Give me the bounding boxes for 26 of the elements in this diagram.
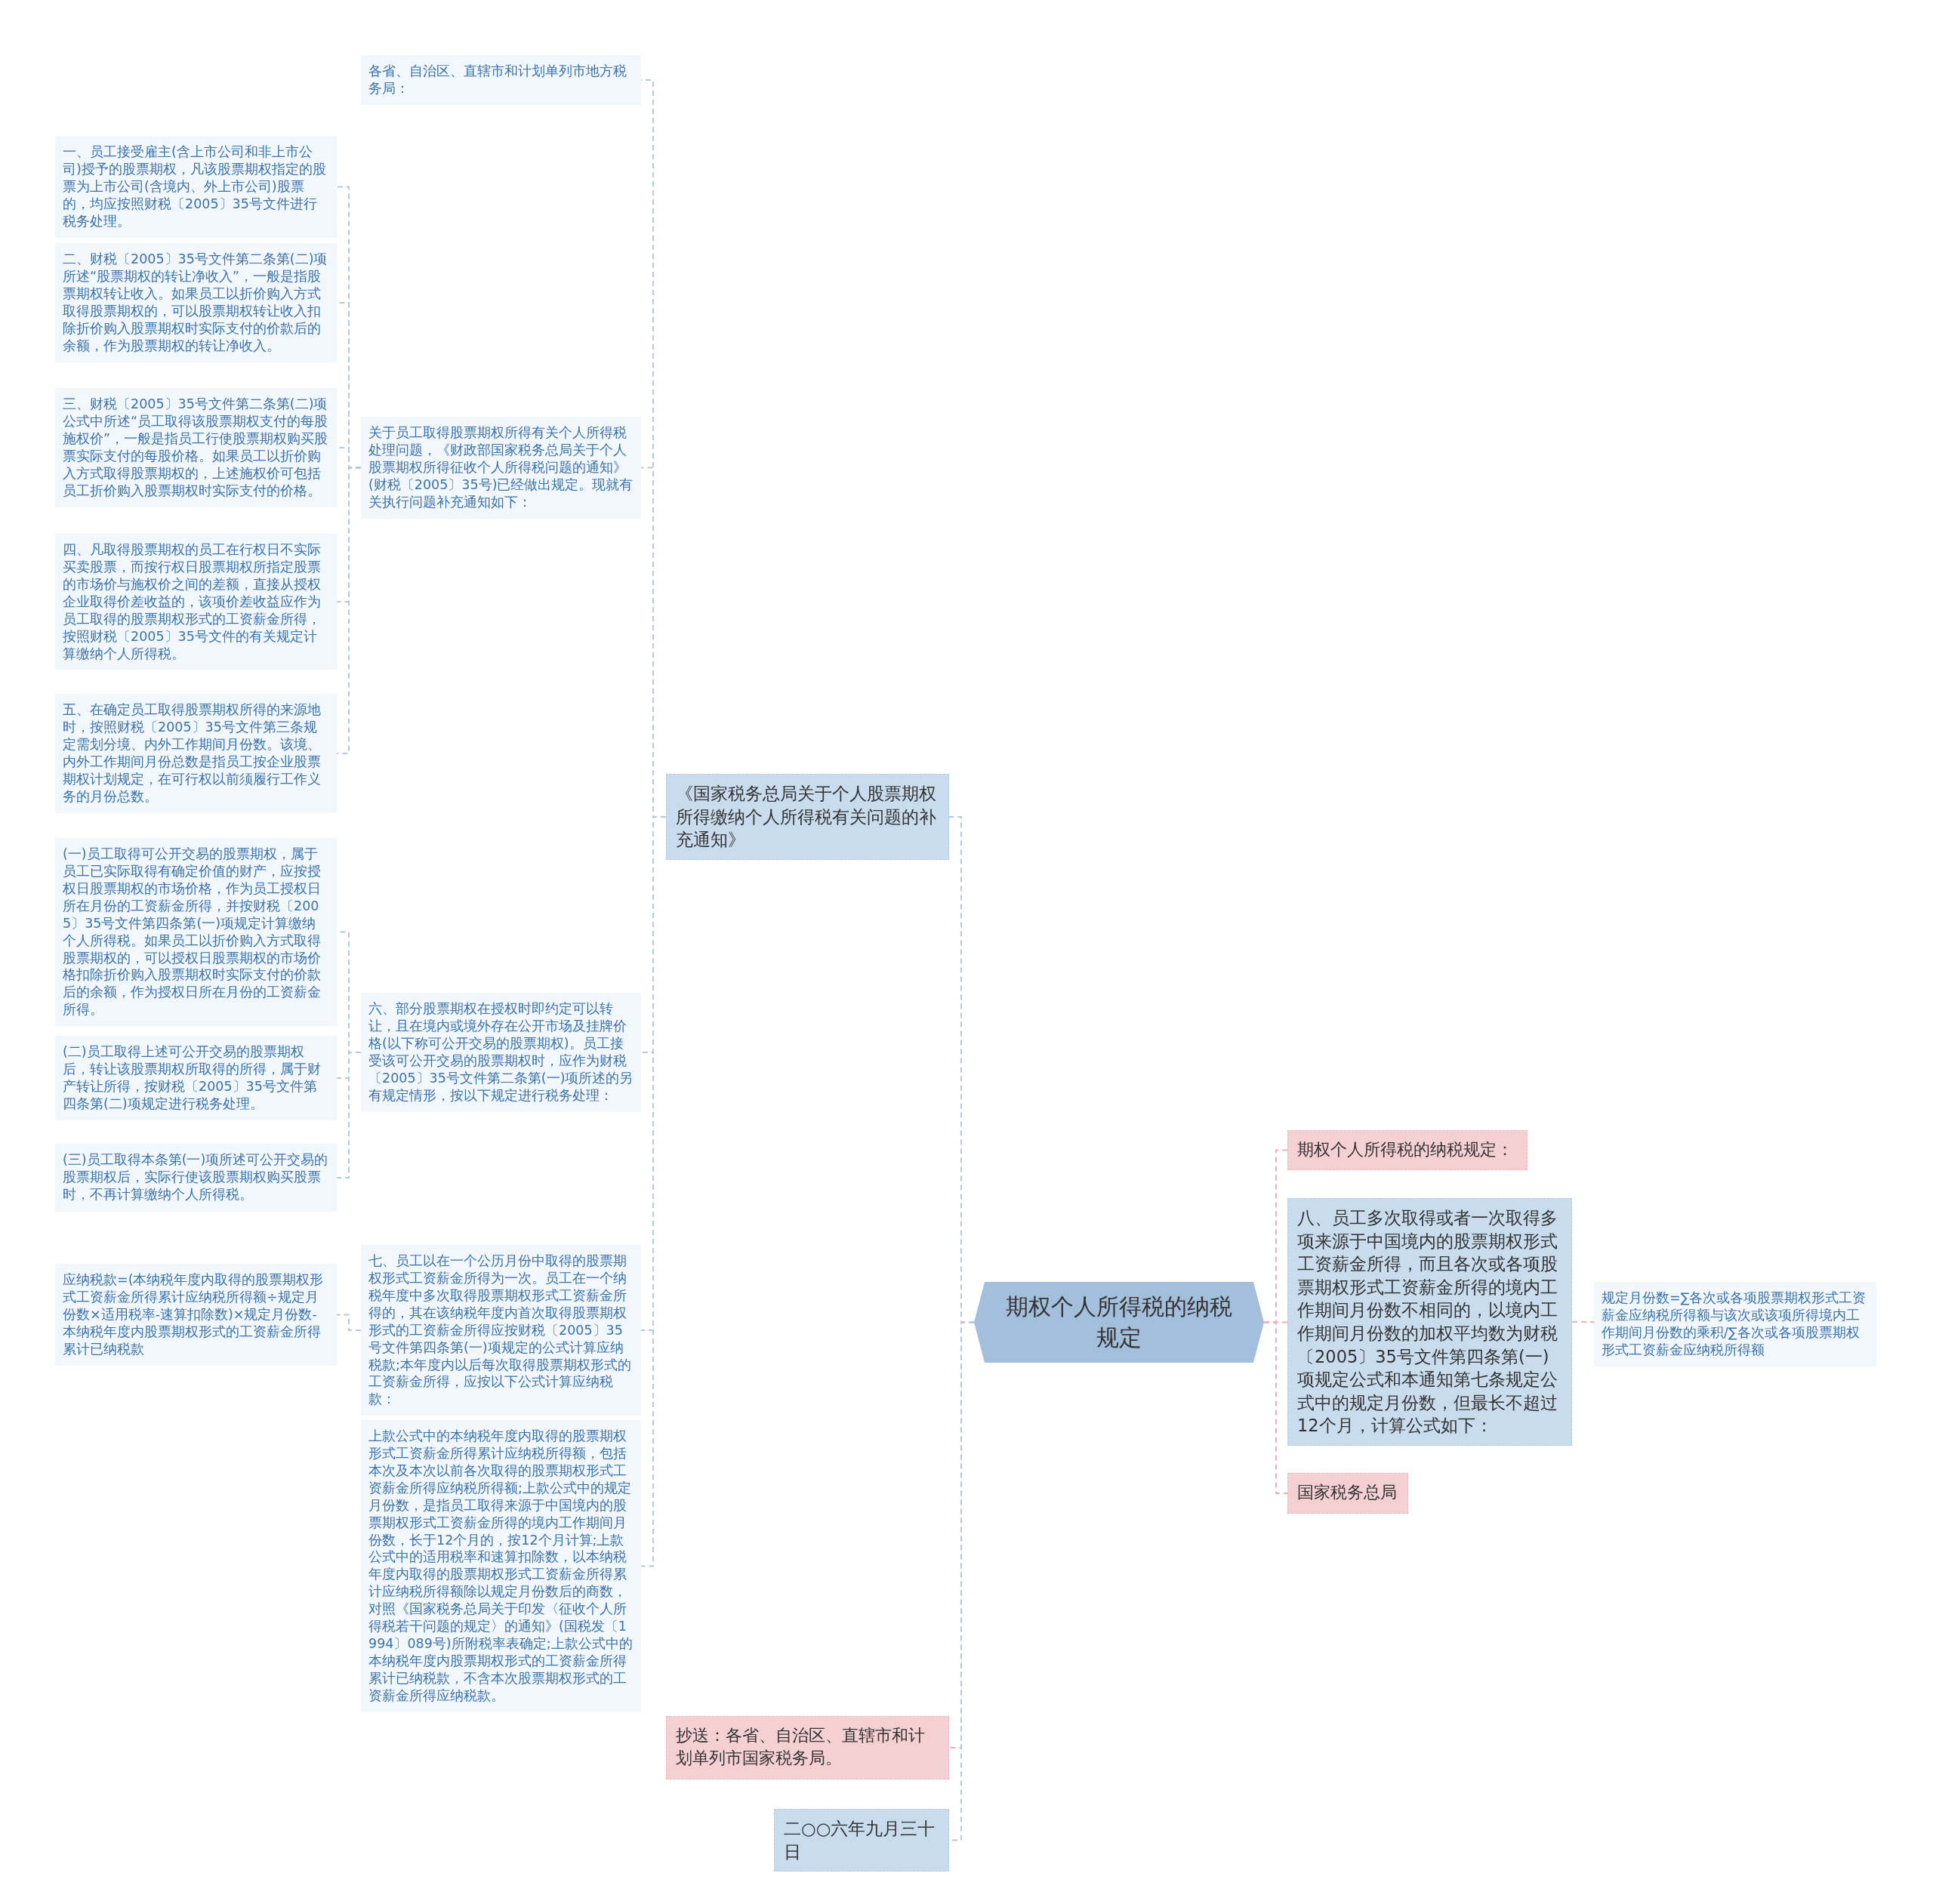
topic-box: 《国家税务总局关于个人股票期权所得缴纳个人所得税有关问题的补充通知》 (666, 774, 949, 860)
note-box: (三)员工取得本条第(一)项所述可公开交易的股票期权后，实际行使该股票期权购买股票时，不再计算缴纳个人所得税。 (55, 1144, 337, 1212)
connector (336, 1052, 362, 1178)
topic-box: 八、员工多次取得或者一次取得多项来源于中国境内的股票期权形式工资薪金所得，而且各次或各项股票期权形式工资薪金所得的境内工作期间月份数不相同的，以境内工作期间月份数的加权平均数为财税〔2005〕35号文件第四条第(一)项规定公式和本通知第七条规定公式中的规定月份数，但最长不超过12个月，计算公式如下： (1287, 1198, 1572, 1446)
note-box: 一、员工接受雇主(含上市公司和非上市公司)授予的股票期权，凡该股票期权指定的股票为上市公司(含境内、外上市公司)股票的，均应按照财税〔2005〕35号文件进行税务处理。 (55, 136, 337, 238)
topic-box: 二○○六年九月三十日 (774, 1809, 949, 1872)
topic-box: 国家税务总局 (1287, 1473, 1408, 1514)
central-topic: 期权个人所得税的纳税规定 (974, 1282, 1264, 1363)
note-box: 关于员工取得股票期权所得有关个人所得税处理问题，《财政部国家税务总局关于个人股票期权所得征收个人所得税问题的通知》(财税〔2005〕35号)已经做出规定。现就有关执行问题补充通知如下： (361, 417, 641, 519)
connector (1571, 1321, 1595, 1325)
note-box: 五、在确定员工取得股票期权所得的来源地时，按照财税〔2005〕35号文件第三条规定需划分境、内外工作期间月份数。该境、内外工作期间月份总数是指员工按企业股票期权计划规定，在可行权以前须履行工作义务的月份总数。 (55, 694, 337, 813)
topic-box: 抄送：各省、自治区、直辖市和计划单列市国家税务局。 (666, 1716, 949, 1779)
note-box: (二)员工取得上述可公开交易的股票期权后，转让该股票期权所取得的所得，属于财产转让所得，按财税〔2005〕35号文件第四条第(二)项规定进行税务处理。 (55, 1036, 337, 1120)
note-box: 二、财税〔2005〕35号文件第二条第(二)项所述“股票期权的转让净收入”，一般是指股票期权转让收入。如果员工以折价购入方式取得股票期权的，可以股票期权转让收入扣除折价购入股票期权时实际支付的价款后的余额，作为股票期权的转让净收入。 (55, 243, 337, 362)
connector (336, 1314, 362, 1331)
note-box: 六、部分股票期权在授权时即约定可以转让，且在境内或境外存在公开市场及挂牌价格(以下称可公开交易的股票期权)。员工接受该可公开交易的股票期权时，应作为财税〔2005〕35号文件第二条第(一)项所述的另有规定情形，按以下规定进行税务处理： (361, 993, 641, 1112)
note-box: (一)员工取得可公开交易的股票期权，属于员工已实际取得有确定价值的财产，应按授权日股票期权的市场价格，作为员工授权日所在月份的工资薪金所得，并按财税〔2005〕35号文件第四条第(一)项规定计算缴纳个人所得税。如果员工以折价购入方式取得股票期权的，可以授权日股票期权的市场价格扣除折价购入股票期权时实际支付的价款后的余额，作为授权日所在月份的工资薪金所得。 (55, 838, 337, 1027)
note-box: 应纳税款=(本纳税年度内取得的股票期权形式工资薪金所得累计应纳税所得额÷规定月份数×适用税率-速算扣除数)×规定月份数-本纳税年度内股票期权形式的工资薪金所得累计已纳税款 (55, 1264, 337, 1366)
connector (1263, 1321, 1288, 1494)
note-box: 三、财税〔2005〕35号文件第二条第(二)项公式中所述“员工取得该股票期权支付的每股施权价”，一般是指员工行使股票期权购买股票实际支付的每股价格。如果员工以折价购入方式取得股票期权的，上述施权价可包括员工折价购入股票期权时实际支付的价格。 (55, 388, 337, 507)
note-box: 四、凡取得股票期权的员工在行权日不实际买卖股票，而按行权日股票期权所指定股票的市场价与施权价之间的差额，直接从授权企业取得价差收益的，该项价差收益应作为员工取得的股票期权形式的工资薪金所得，按照财税〔2005〕35号文件的有关规定计算缴纳个人所得税。 (55, 534, 337, 670)
note-box: 各省、自治区、直辖市和计划单列市地方税务局： (361, 55, 641, 105)
note-box: 上款公式中的本纳税年度内取得的股票期权形式工资薪金所得累计应纳税所得额，包括本次及本次以前各次取得的股票期权形式工资薪金所得应纳税所得额;上款公式中的规定月份数，是指员工取得来源于中国境内的股票期权形式工资薪金所得的境内工作期间月份数，长于12个月的，按12个月计算;上款公式中的适用税率和速算扣除数，以本纳税年度内取得的股票期权形式工资薪金所得累计应纳税所得额除以规定月份数后的商数，对照《国家税务总局关于印发〈征收个人所得税若干问题的规定〉的通知》(国税发〔1994〕089号)所附税率表确定;上款公式中的本纳税年度内股票期权形式的工资薪金所得累计已纳税款，不含本次股票期权形式的工资薪金所得应纳税款。 (361, 1420, 641, 1712)
note-box: 七、员工以在一个公历月份中取得的股票期权形式工资薪金所得为一次。员工在一个纳税年度中多次取得股票期权形式工资薪金所得的，其在该纳税年度内首次取得股票期权形式的工资薪金所得应按财税〔2005〕35号文件第四条第(一)项规定的公式计算应纳税款;本年度内以后每次取得股票期权形式的工资薪金所得，应按以下公式计算应纳税款： (361, 1245, 641, 1416)
topic-box: 期权个人所得税的纳税规定： (1287, 1130, 1528, 1170)
note-box: 规定月份数=∑各次或各项股票期权形式工资薪金应纳税所得额与该次或该项所得境内工作期间月份数的乘积/∑各次或各项股票期权形式工资薪金应纳税所得额 (1594, 1282, 1876, 1366)
